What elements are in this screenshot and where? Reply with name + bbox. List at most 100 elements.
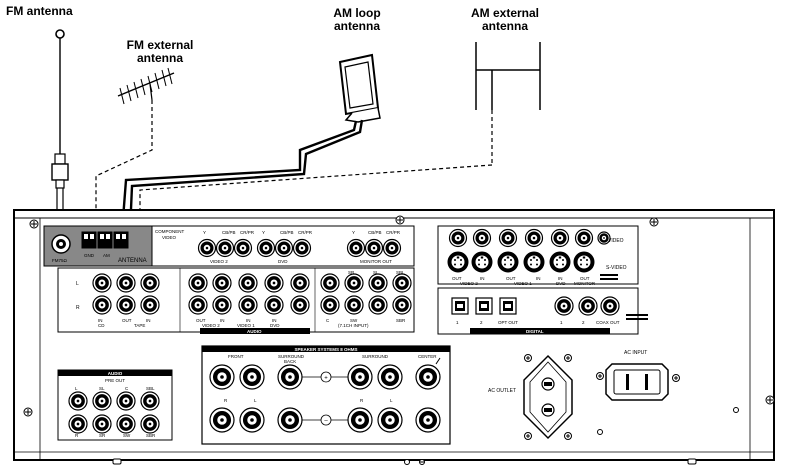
v2-in-label: IN [220, 318, 225, 323]
audio-jack-bottom-2[interactable] [116, 295, 136, 315]
video-label: VIDEO [608, 238, 624, 244]
component-jack-4[interactable] [256, 238, 276, 258]
cd-in-label: IN [98, 318, 103, 323]
pre-out-jack-top-1[interactable] [68, 391, 88, 411]
video-jack-4[interactable] [524, 228, 544, 248]
audio-jack-top-4[interactable] [188, 273, 208, 293]
speaker-terminal-top-4[interactable] [347, 364, 373, 390]
speaker-terminal-bottom-3[interactable] [277, 407, 303, 433]
audio-jack-top-10[interactable] [344, 273, 364, 293]
speaker-terminal-bottom-2[interactable] [239, 407, 265, 433]
pre-out-jack-top-4[interactable] [140, 391, 160, 411]
audio-jack-bottom-6[interactable] [238, 295, 258, 315]
pre-out-jack-top-2[interactable] [92, 391, 112, 411]
audio-jack-top-1[interactable] [92, 273, 112, 293]
pre-sbr-label: SBR [146, 433, 156, 438]
s-video-jack-5[interactable] [549, 251, 571, 273]
plus-sign: + [324, 376, 328, 382]
audio-jack-bottom-11[interactable] [368, 295, 388, 315]
speaker-terminal-bottom-5[interactable] [377, 407, 403, 433]
speaker-terminal-top-3[interactable] [277, 364, 303, 390]
video-jack-3[interactable] [498, 228, 518, 248]
pre-out-jack-bottom-4[interactable] [140, 414, 160, 434]
audio-jack-top-8[interactable] [290, 273, 310, 293]
am-label: AM [103, 253, 110, 258]
speaker-terminal-bottom-4[interactable] [347, 407, 373, 433]
s-video-jack-1[interactable] [447, 251, 469, 273]
video-jack-6[interactable] [574, 228, 594, 248]
pre-out-jack-top-3[interactable] [116, 391, 136, 411]
video-jack-1[interactable] [448, 228, 468, 248]
coax-jack-3[interactable] [600, 296, 620, 316]
cr-label-2: CR/PR [298, 230, 313, 235]
speaker-terminal-bottom-6[interactable] [415, 407, 441, 433]
gnd-label: GND [84, 253, 95, 258]
speaker-title: SPEAKER SYSTEMS 8 OHMS [294, 347, 357, 352]
surr-l-label: L [390, 398, 393, 403]
optical-jack-3[interactable] [499, 297, 517, 315]
s-video-jack-6[interactable] [573, 251, 595, 273]
audio-jack-bottom-3[interactable] [140, 295, 160, 315]
surr-r-label: R [360, 398, 364, 403]
component-jack-6[interactable] [292, 238, 312, 258]
s-video-jack-4[interactable] [523, 251, 545, 273]
audio-jack-top-3[interactable] [140, 273, 160, 293]
audio-jack-top-11[interactable] [368, 273, 388, 293]
pre-out-jack-bottom-2[interactable] [92, 414, 112, 434]
audio-r-label: R [76, 305, 80, 311]
component-jack-5[interactable] [274, 238, 294, 258]
tape-out-label: OUT [122, 318, 132, 323]
speaker-terminal-top-6[interactable] [415, 364, 441, 390]
coax-jack-2[interactable] [578, 296, 598, 316]
component-jack-3[interactable] [233, 238, 253, 258]
audio-jacks [92, 273, 412, 315]
audio-jack-top-12[interactable] [392, 273, 412, 293]
sv-in-label: IN [480, 276, 485, 281]
audio-jack-bottom-9[interactable] [320, 295, 340, 315]
opt2-label: 2 [480, 320, 483, 325]
y-label-3: Y [352, 230, 355, 235]
audio-jack-top-2[interactable] [116, 273, 136, 293]
speaker-terminal-top-5[interactable] [377, 364, 403, 390]
audio-jack-bottom-5[interactable] [212, 295, 232, 315]
audio-jack-bottom-7[interactable] [264, 295, 284, 315]
audio-jack-top-7[interactable] [264, 273, 284, 293]
pre-r-label: R [75, 433, 79, 438]
s-video-jack-3[interactable] [497, 251, 519, 273]
pre-l-label: L [75, 386, 78, 391]
speaker-terminal-top-1[interactable] [209, 364, 235, 390]
pre-out-jack-bottom-3[interactable] [116, 414, 136, 434]
audio-jack-bottom-10[interactable] [344, 295, 364, 315]
coax-jack-1[interactable] [554, 296, 574, 316]
coax2-label: 2 [582, 320, 585, 325]
v2-out-label: OUT [196, 318, 206, 323]
audio-jack-bottom-8[interactable] [290, 295, 310, 315]
speaker-terminal-bottom-1[interactable] [209, 407, 235, 433]
video-jack-5[interactable] [550, 228, 570, 248]
component-jack-7[interactable] [346, 238, 366, 258]
audio-jack-bottom-4[interactable] [188, 295, 208, 315]
pre-c-label: C [125, 386, 129, 391]
component-jack-2[interactable] [215, 238, 235, 258]
monitor-out-label: MONITOR OUT [360, 259, 392, 264]
component-jack-8[interactable] [364, 238, 384, 258]
c-label: C [326, 318, 330, 323]
optical-jack-1[interactable] [451, 297, 469, 315]
fm-antenna-label: FM antenna [6, 4, 73, 18]
component-jack-1[interactable] [197, 238, 217, 258]
component-jack-9[interactable] [382, 238, 402, 258]
cb-label: CB/PB [222, 230, 236, 235]
audio-jack-top-9[interactable] [320, 273, 340, 293]
pre-out-jack-bottom-1[interactable] [68, 414, 88, 434]
s-video-jack-2[interactable] [471, 251, 493, 273]
optical-jack-2[interactable] [475, 297, 493, 315]
audio-jack-bottom-12[interactable] [392, 295, 412, 315]
cb-label-3: CB/PB [368, 230, 382, 235]
sv-out3-label: OUT [580, 276, 590, 281]
video-jack-7[interactable] [597, 231, 611, 245]
audio-jack-top-5[interactable] [212, 273, 232, 293]
speaker-terminal-top-2[interactable] [239, 364, 265, 390]
audio-jack-bottom-1[interactable] [92, 295, 112, 315]
video-jack-2[interactable] [472, 228, 492, 248]
audio-jack-top-6[interactable] [238, 273, 258, 293]
